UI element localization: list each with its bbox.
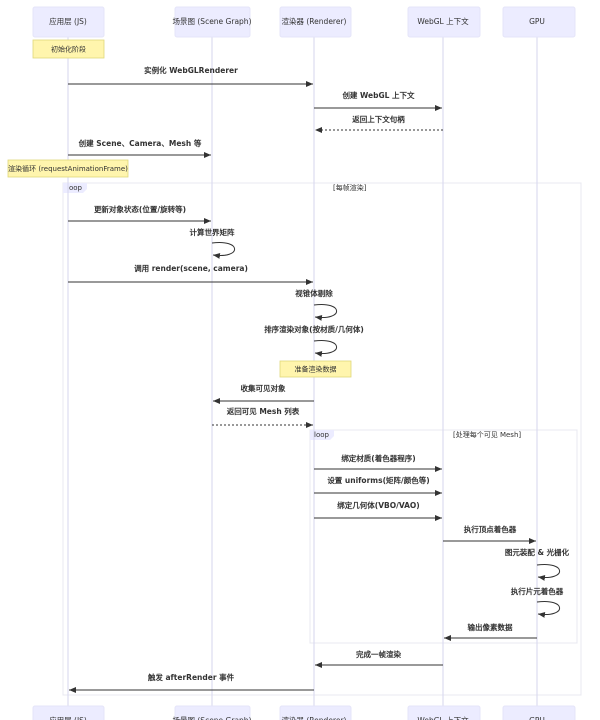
participant-rect [32,705,105,720]
message: 排序渲染对象(按材质/几何体) [264,324,364,357]
self-message-arrow [211,241,235,259]
participant-label: 渲染器 (Renderer) [282,715,347,720]
message: 返回可见 Mesh 列表 [212,406,313,428]
message: 执行片元着色器 [511,586,564,618]
participant-rect [407,705,481,720]
message-label: 更新对象状态(位置/旋转等) [94,204,186,214]
participant-box-top[interactable]: 渲染器 (Renderer) [279,6,352,38]
message: 执行顶点着色器 [443,524,536,544]
participant-box-bottom[interactable]: 渲染器 (Renderer) [279,705,352,720]
loop-keyword: loop [314,431,330,439]
message-label: 创建 Scene、Camera、Mesh 等 [78,138,202,148]
message: 收集可见对象 [213,383,314,404]
participant-label: GPU [529,17,545,26]
participant-rect [502,6,576,38]
self-message-arrow [536,563,560,581]
message: 完成一帧渲染 [315,649,443,668]
participant-box-top[interactable]: WebGL 上下文 [407,6,481,38]
message: 绑定几何体(VBO/VAO) [314,500,442,521]
message-label: 触发 afterRender 事件 [148,672,235,682]
loop-label-tab [63,183,87,193]
participant-rect [174,705,251,720]
participant-rect [407,6,481,38]
message-label: 视锥体剔除 [295,288,333,298]
message: 实例化 WebGLRenderer [68,65,313,87]
message: 创建 Scene、Camera、Mesh 等 [68,138,211,158]
note: 准备渲染数据 [279,360,352,378]
participant-label: 渲染器 (Renderer) [282,16,347,26]
message-label: 返回可见 Mesh 列表 [227,406,300,416]
loop-label-tab [310,430,334,440]
loop-condition: [处理每个可见 Mesh] [453,430,521,439]
note: 渲染循环 (requestAnimationFrame) [7,159,129,178]
message: 返回上下文句柄 [315,114,443,133]
message: 输出像素数据 [444,622,537,641]
participant-rect [174,6,251,38]
self-message-arrow [313,339,337,357]
participant-box-top[interactable]: GPU [502,6,576,38]
participant-box-top[interactable]: 应用层 (JS) [32,6,105,38]
participant-label: 场景图 (Scene Graph) [173,17,252,26]
message-label: 设置 uniforms(矩阵/颜色等) [327,475,429,485]
message-label: 实例化 WebGLRenderer [144,65,238,75]
participant-rect [32,6,105,38]
message-label: 执行片元着色器 [511,586,564,596]
participant-label: 应用层 (JS) [49,715,87,720]
message: 触发 afterRender 事件 [69,672,314,693]
message-label: 排序渲染对象(按材质/几何体) [264,324,364,334]
message: 绑定材质(着色器程序) [314,453,442,472]
participant-rect [279,705,352,720]
note-text: 准备渲染数据 [295,365,337,374]
self-message-arrow [313,303,337,321]
message-label: 返回上下文句柄 [352,114,405,124]
note-text: 初始化阶段 [51,45,86,54]
loop-border [62,182,582,696]
message: 设置 uniforms(矩阵/颜色等) [314,475,442,496]
note-box [32,39,105,59]
message: 计算世界矩阵 [190,227,235,259]
participant-box-bottom[interactable]: 应用层 (JS) [32,705,105,720]
participant-box-bottom[interactable]: WebGL 上下文 [407,705,481,720]
note-text: 渲染循环 (requestAnimationFrame) [8,164,128,173]
loop-frame: loop [每帧渲染] [62,182,582,696]
participant-box-bottom[interactable]: 场景图 (Scene Graph) [173,705,252,720]
participant-label: 应用层 (JS) [49,16,87,26]
participant-label: GPU [529,716,545,720]
participant-label: 场景图 (Scene Graph) [173,716,252,720]
message-label: 图元装配 & 光栅化 [505,547,570,557]
participant-label: WebGL 上下文 [417,16,469,26]
loop-keyword: loop [67,184,83,192]
note-box [7,159,129,178]
self-message-arrow [536,600,560,618]
participant-label: WebGL 上下文 [417,715,469,720]
message-label: 输出像素数据 [468,622,513,632]
message: 创建 WebGL 上下文 [314,90,442,111]
message-label: 绑定几何体(VBO/VAO) [337,500,419,510]
message-label: 收集可见对象 [241,383,286,393]
participant-rect [279,6,352,38]
participant-box-bottom[interactable]: GPU [502,705,576,720]
note-box [279,360,352,378]
message-label: 创建 WebGL 上下文 [341,90,415,100]
message: 视锥体剔除 [295,288,337,321]
message-label: 计算世界矩阵 [190,227,235,237]
message: 更新对象状态(位置/旋转等) [68,204,211,224]
message: 调用 render(scene, camera) [68,264,313,285]
message-label: 调用 render(scene, camera) [134,264,248,273]
message-label: 绑定材质(着色器程序) [341,453,415,463]
participant-box-top[interactable]: 场景图 (Scene Graph) [173,6,252,38]
note: 初始化阶段 [32,39,105,59]
participant-rect [502,705,576,720]
message: 图元装配 & 光栅化 [505,547,570,581]
message-label: 完成一帧渲染 [356,649,401,659]
message-label: 执行顶点着色器 [464,524,517,534]
loop-condition: [每帧渲染] [333,183,367,192]
